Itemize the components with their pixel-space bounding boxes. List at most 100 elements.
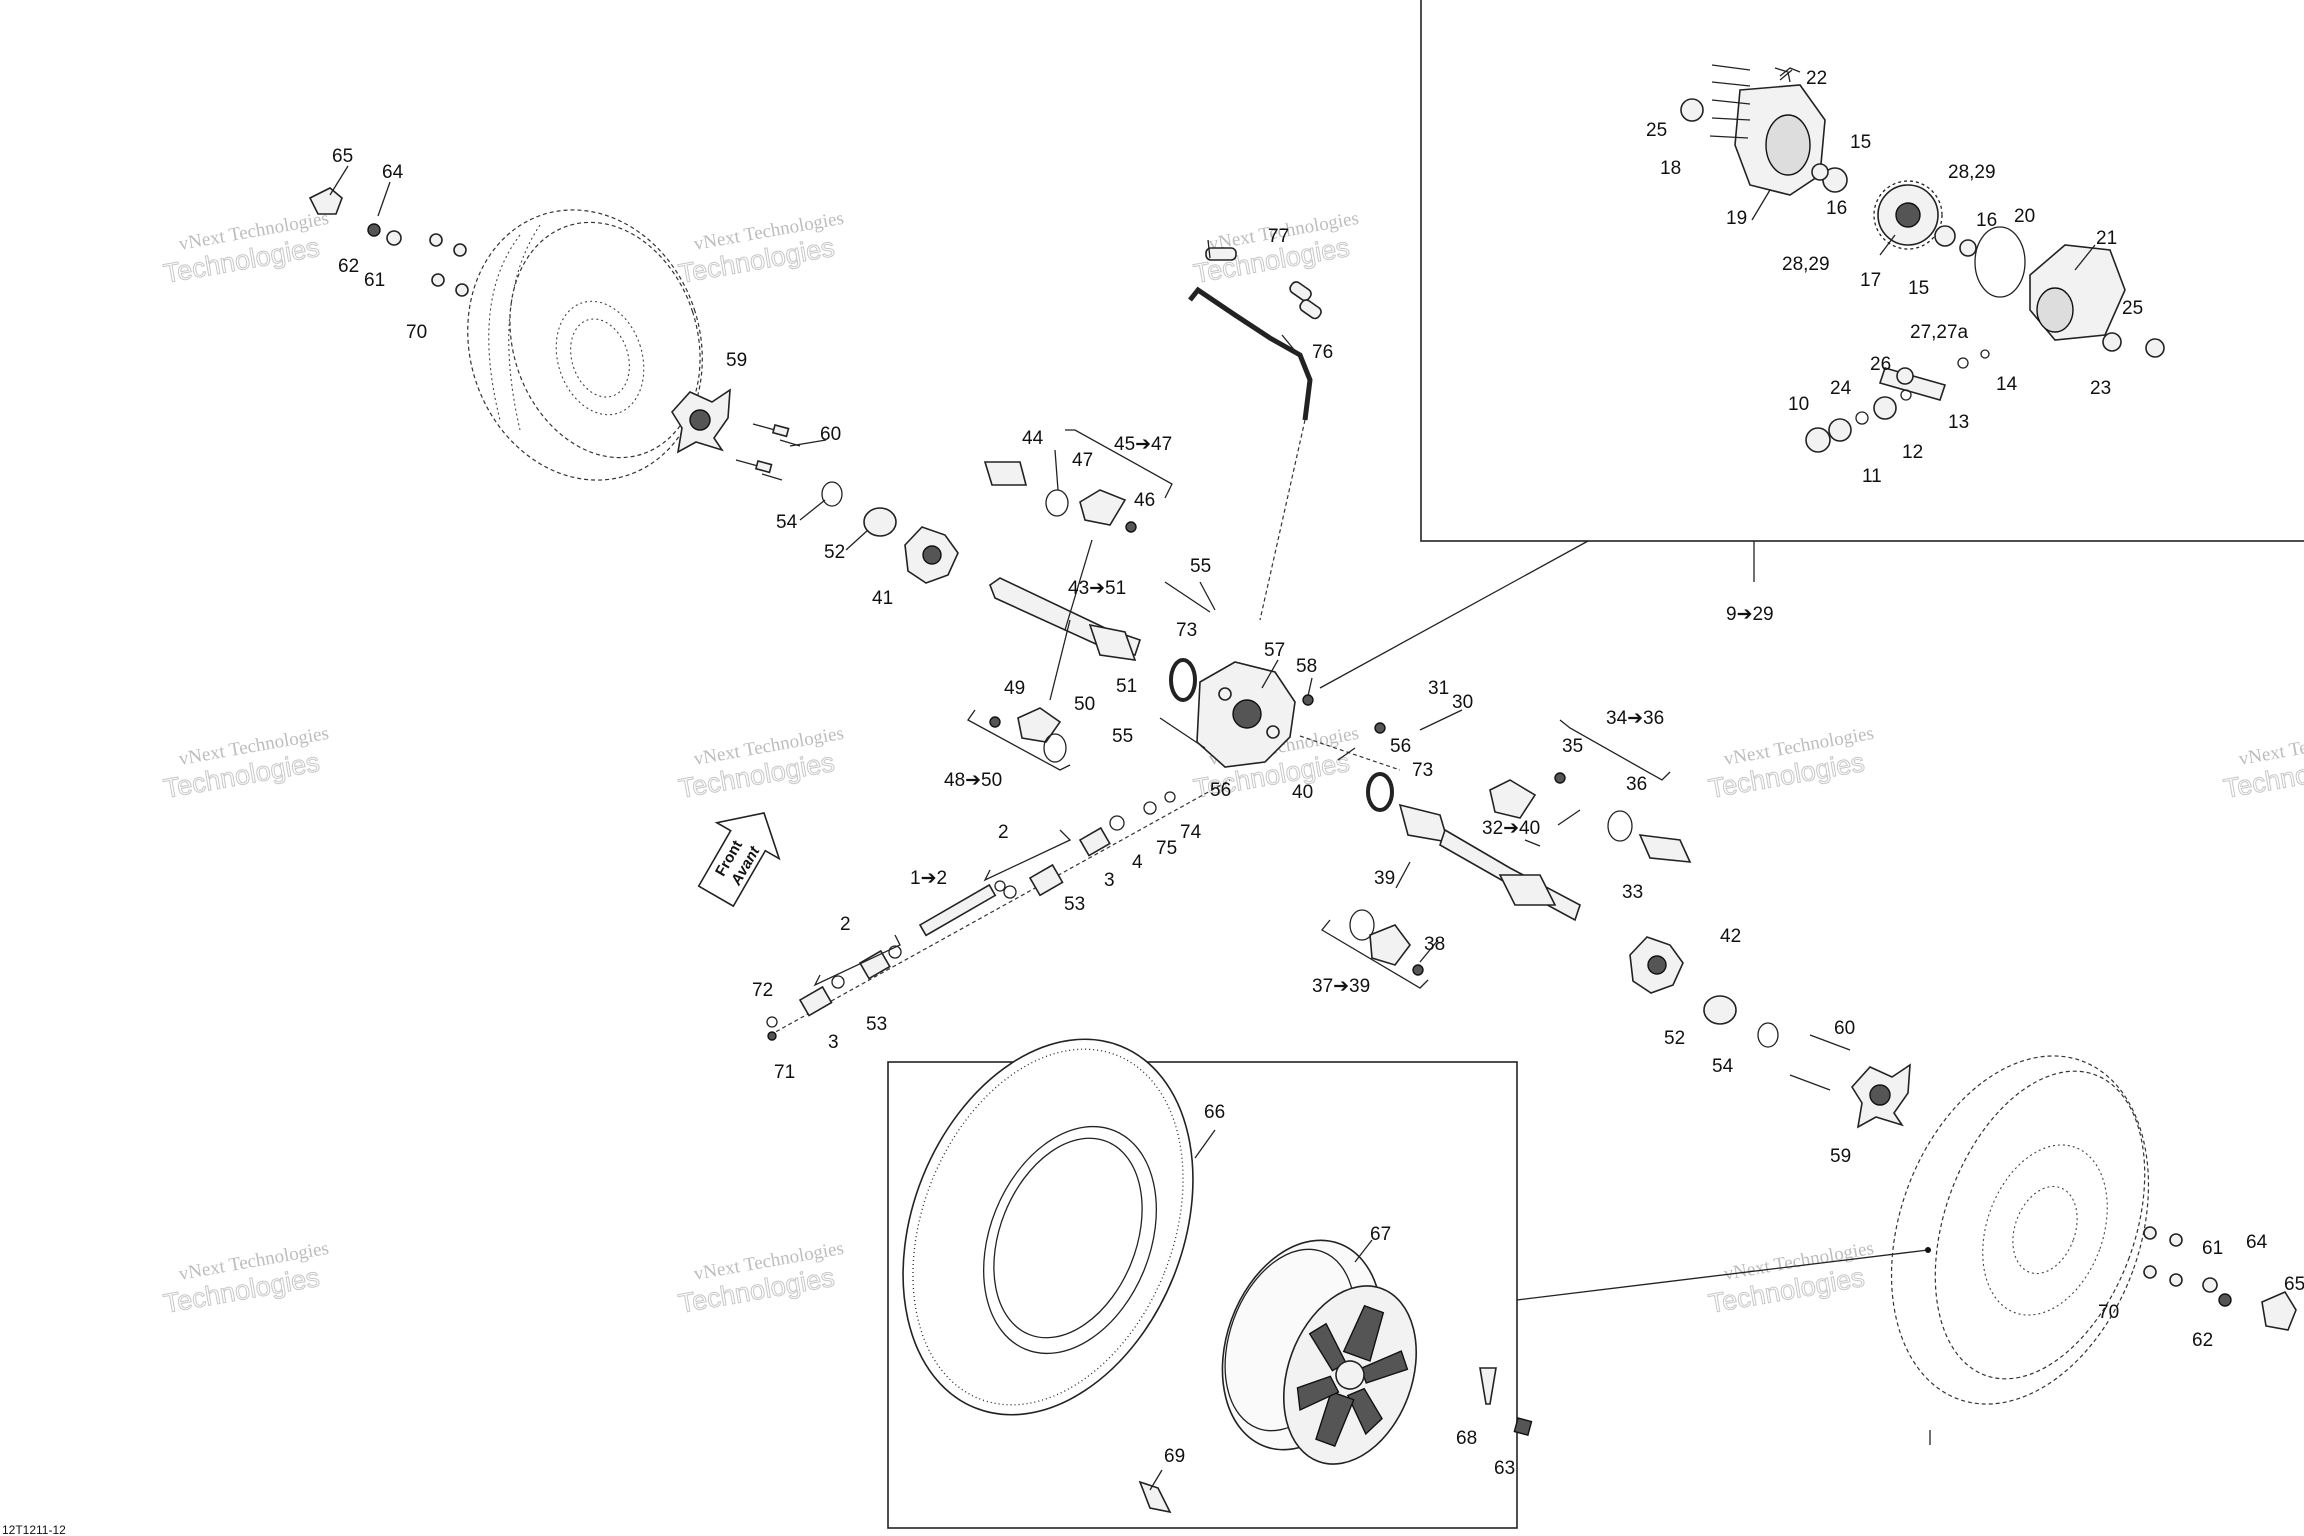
- callout-label: 57: [1264, 640, 1285, 661]
- spoke: [1296, 1375, 1340, 1412]
- bolt: [1709, 135, 1749, 139]
- callout-label: 55: [1112, 726, 1133, 747]
- tire-tread-lines: [488, 224, 541, 431]
- lug-nut: [429, 233, 443, 247]
- bearing: [1959, 239, 1977, 257]
- watermark: vNext Technologies Technologies: [2221, 723, 2304, 805]
- stub-shaft: [1638, 834, 1692, 863]
- washer: [1143, 801, 1157, 815]
- lug-nut: [2169, 1273, 2183, 1287]
- seal: [2102, 332, 2122, 352]
- rim-inner-outline: [570, 318, 630, 398]
- callout-label: 70: [2098, 1302, 2119, 1323]
- stud: [752, 423, 776, 431]
- knuckle-bore: [922, 545, 942, 565]
- housing-bore: [1232, 699, 1262, 729]
- nut: [1125, 521, 1137, 533]
- bracket-2a: [983, 829, 1072, 882]
- hose-clamp: [1299, 299, 1322, 320]
- watermark: vNext Technologies Technologies: [1706, 1238, 1876, 1320]
- circlip: [821, 481, 843, 507]
- lug-nut: [453, 243, 467, 257]
- shaft-axis: [769, 779, 1231, 1036]
- callout-label: 72: [752, 980, 773, 1001]
- wheel-studs-left: [735, 423, 801, 481]
- leader: [1419, 939, 1439, 963]
- seal: [1680, 98, 1704, 122]
- callout-label: 35: [1562, 736, 1583, 757]
- leader: [789, 439, 827, 447]
- callout-label: 13: [1948, 412, 1969, 433]
- breather-hose: [1188, 247, 1322, 621]
- callout-label: 60: [1834, 1018, 1855, 1039]
- callout-label: 38: [1424, 934, 1445, 955]
- washer: [1980, 349, 1990, 359]
- callout-label: 60: [820, 424, 841, 445]
- bearing: [863, 507, 897, 537]
- valve-shape: [1479, 1367, 1497, 1405]
- callout-label: 34➔36: [1606, 708, 1664, 729]
- hose-clamp: [1289, 281, 1312, 302]
- washer: [1003, 885, 1017, 899]
- watermark: vNext Technologies Technologies: [676, 208, 846, 290]
- washer: [1164, 791, 1176, 803]
- leader: [845, 529, 869, 551]
- callout-label: 55: [1190, 556, 1211, 577]
- callout-label: 64: [2246, 1232, 2268, 1253]
- callout-label: 63: [1494, 1458, 1515, 1479]
- callout-label: 64: [382, 162, 404, 183]
- oil-seal: [1366, 772, 1394, 812]
- callout-label: 14: [1996, 374, 2018, 395]
- cv-boot: [1079, 489, 1127, 526]
- watermark: vNext Technologies Technologies: [676, 723, 846, 805]
- nut: [367, 223, 381, 237]
- cv-boot: [1369, 924, 1411, 966]
- callout-label: 51: [1116, 676, 1137, 697]
- tire-sidewall: [983, 1125, 1157, 1355]
- callout-label: 36: [1626, 774, 1647, 795]
- callout-label: 43➔51: [1068, 578, 1126, 599]
- callout-label: 69: [1164, 1446, 1185, 1467]
- rim-outline: [555, 300, 645, 416]
- callout-label: 53: [1064, 894, 1085, 915]
- nut: [989, 716, 1001, 728]
- boot-clamp: [1043, 733, 1067, 763]
- assembly-centerline: [1299, 735, 1401, 771]
- callout-label: 37➔39: [1312, 976, 1370, 997]
- bolt: [1164, 581, 1211, 613]
- leader: [1395, 861, 1411, 889]
- bearing: [1703, 995, 1737, 1025]
- callout-label: 71: [774, 1062, 795, 1083]
- callout-label: 41: [872, 588, 893, 609]
- seal: [2145, 338, 2165, 358]
- leader: [377, 181, 391, 217]
- lug-nut: [2143, 1265, 2157, 1279]
- bolt: [1711, 81, 1751, 87]
- o-ring: [1974, 226, 2026, 298]
- diff-housing: [2029, 244, 2126, 341]
- lug-nut: [455, 283, 469, 297]
- hub-flange-left: [671, 388, 731, 454]
- leader: [1199, 581, 1216, 611]
- hub-flange-right: [1851, 1063, 1911, 1129]
- cover-opening: [1765, 114, 1811, 176]
- callout-label: 23: [2090, 378, 2111, 399]
- stud: [761, 473, 783, 481]
- callout-label: 61: [364, 270, 385, 291]
- tire-bead: [993, 1137, 1143, 1339]
- callout-label: 75: [1156, 838, 1177, 859]
- watermark: vNext Technologies Technologies: [1706, 723, 1876, 805]
- rim-spokes: [1296, 1304, 1409, 1447]
- rear-differential: [1196, 661, 1296, 768]
- leader: [1281, 334, 1297, 353]
- hose-clamp: [1205, 247, 1237, 261]
- hub-center: [1869, 1084, 1891, 1106]
- bolt: [1711, 117, 1751, 121]
- plug: [1374, 722, 1386, 734]
- nut: [1412, 964, 1424, 976]
- callout-label: 26: [1870, 354, 1891, 375]
- callout-label: 40: [1292, 782, 1313, 803]
- callout-label: 22: [1806, 68, 1827, 89]
- callout-label: 54: [1712, 1056, 1734, 1077]
- leader: [1149, 1469, 1163, 1491]
